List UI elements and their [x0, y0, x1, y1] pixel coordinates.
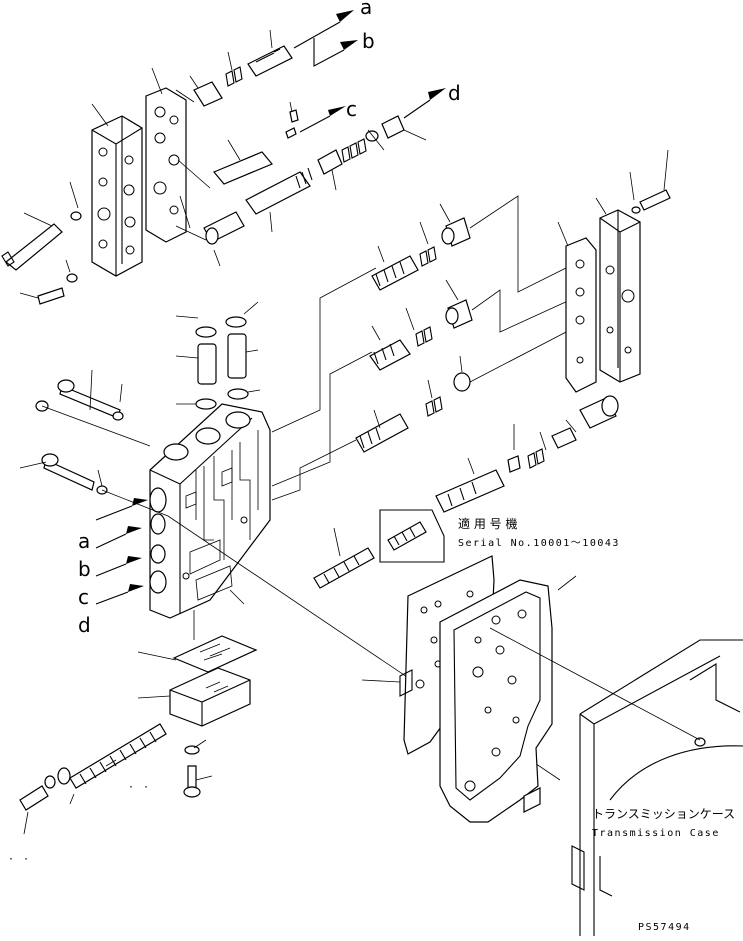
case-note-en: Transmission Case: [592, 828, 720, 839]
callout-c-top: c: [346, 97, 357, 121]
drawing-code: PS57494: [638, 922, 691, 933]
separator-plates: [361, 555, 577, 823]
serial-note-en: Serial No.10001〜10043: [458, 538, 620, 549]
main-valve-body: [19, 301, 561, 781]
case-note-jp: トランスミッションケース: [592, 807, 735, 821]
svg-text:· ·: · ·: [128, 782, 151, 793]
callout-b-top: b: [362, 29, 375, 53]
callout-d-left: d: [78, 613, 91, 637]
accumulator-group: 適 用 号 機 Serial No.10001〜10043: [313, 395, 620, 589]
callout-b-left: b: [78, 557, 91, 581]
svg-text:· ·: · ·: [8, 854, 31, 865]
left-callouts: a b c d: [78, 498, 148, 637]
callout-a-left: a: [78, 529, 90, 553]
right-spool-rows: [271, 195, 571, 501]
right-cover-plates: [557, 149, 671, 393]
callout-c-left: c: [78, 585, 89, 609]
lower-block-group: · · · ·: [8, 610, 258, 865]
upper-valve-cover-group: a b c d: [1, 0, 461, 305]
transmission-case: トランスミッションケース Transmission Case: [489, 627, 743, 936]
callout-a-top: a: [360, 0, 372, 19]
callout-d-top: d: [448, 81, 461, 105]
serial-note-jp: 適 用 号 機: [458, 516, 517, 531]
